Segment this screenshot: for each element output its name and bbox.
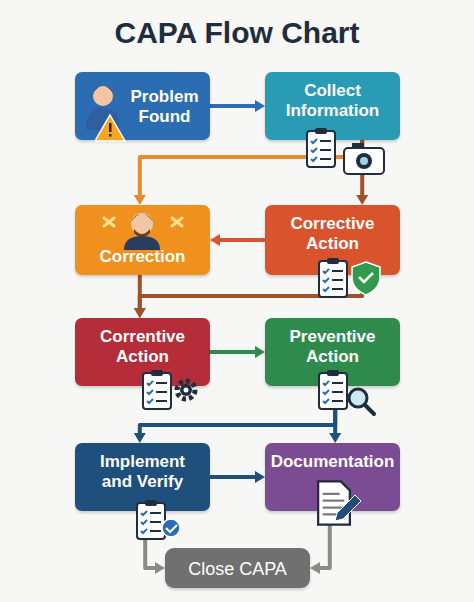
document-icon — [137, 500, 165, 539]
flow-arrow — [145, 511, 165, 574]
collect-box: Collect Information — [265, 72, 400, 140]
clipboard-icon — [319, 258, 347, 297]
problem-box: Problem Found — [75, 72, 210, 140]
document-icon — [318, 481, 350, 524]
node-label: Correction — [100, 247, 186, 267]
worker-icon — [104, 213, 182, 250]
flow-arrow — [210, 346, 265, 358]
clipboard-icon — [307, 128, 335, 167]
flow-arrow — [329, 386, 341, 443]
flow-arrow — [210, 234, 265, 246]
shield-icon — [352, 262, 380, 295]
pen-icon — [335, 495, 361, 521]
corrective-box: Correntive Action — [75, 318, 210, 386]
preventive-box: Preventive Action — [265, 318, 400, 386]
gear-icon — [177, 381, 195, 399]
camera-icon — [344, 143, 384, 174]
documentation-box: Documentation — [265, 443, 400, 511]
flow-arrow — [134, 386, 335, 443]
clipboard-icon — [143, 370, 171, 409]
node-label: Problem Found — [127, 87, 202, 127]
flow-arrow — [134, 275, 362, 318]
clipboard-icon — [319, 370, 347, 409]
corrective-box: Corrective Action — [265, 205, 400, 275]
node-label: Corrective Action — [273, 214, 392, 254]
magnifier-icon — [349, 389, 374, 414]
flow-arrow — [310, 511, 330, 574]
check-icon — [162, 519, 180, 537]
flow-arrow — [134, 140, 362, 205]
node-label: Preventive Action — [273, 327, 392, 367]
flow-arrow — [210, 100, 265, 112]
node-label: Correntive Action — [83, 327, 202, 367]
person-icon — [86, 86, 120, 130]
node-label: Documentation — [271, 452, 395, 472]
node-label: Collect Information — [273, 81, 392, 121]
flow-arrow — [356, 140, 368, 205]
close-box: Close CAPA — [165, 548, 310, 588]
node-label: Implement and Verify — [83, 452, 202, 492]
implement-box: Implement and Verify — [75, 443, 210, 511]
warning-icon — [95, 115, 125, 141]
flow-arrow — [210, 471, 265, 483]
chart-title: CAPA Flow Chart — [0, 16, 474, 50]
correction-box: Correction — [75, 205, 210, 275]
node-label: Close CAPA — [188, 559, 287, 579]
